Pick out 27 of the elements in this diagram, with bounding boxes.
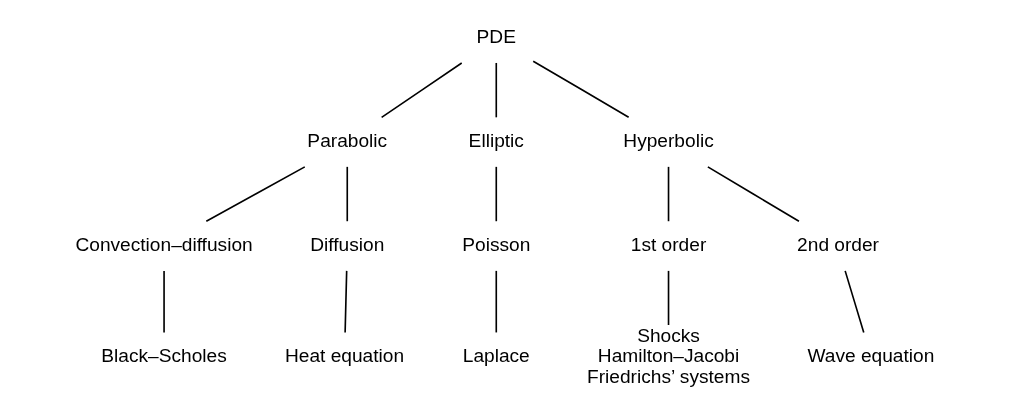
connector <box>162 270 165 334</box>
node-text: Shocks Hamilton–Jacobi Friedrichs’ systems <box>586 324 750 387</box>
connector <box>343 270 347 334</box>
node-text: 1st order <box>630 233 706 255</box>
connector <box>380 62 463 119</box>
connector <box>494 62 497 119</box>
node-text: Hyperbolic <box>622 130 714 152</box>
node-text: Convection–diffusion <box>74 233 253 255</box>
node-text: Parabolic <box>306 130 387 152</box>
node-text: Wave equation <box>806 345 934 367</box>
connector <box>667 270 669 326</box>
connector <box>494 166 497 223</box>
connector <box>706 166 800 223</box>
node-text: PDE <box>476 26 516 48</box>
node-text: 2nd order <box>796 233 879 255</box>
node-text: Heat equation <box>284 345 404 367</box>
connector <box>205 166 306 223</box>
node-text: Laplace <box>462 345 530 367</box>
connector <box>531 60 629 119</box>
node-text: Diffusion <box>309 233 384 255</box>
connector <box>494 270 497 334</box>
node-text: Elliptic <box>468 130 524 152</box>
connector <box>345 166 348 223</box>
connector <box>843 270 865 334</box>
node-text: Black–Scholes <box>100 345 227 367</box>
node-text: Poisson <box>461 233 530 255</box>
connector <box>667 166 669 223</box>
